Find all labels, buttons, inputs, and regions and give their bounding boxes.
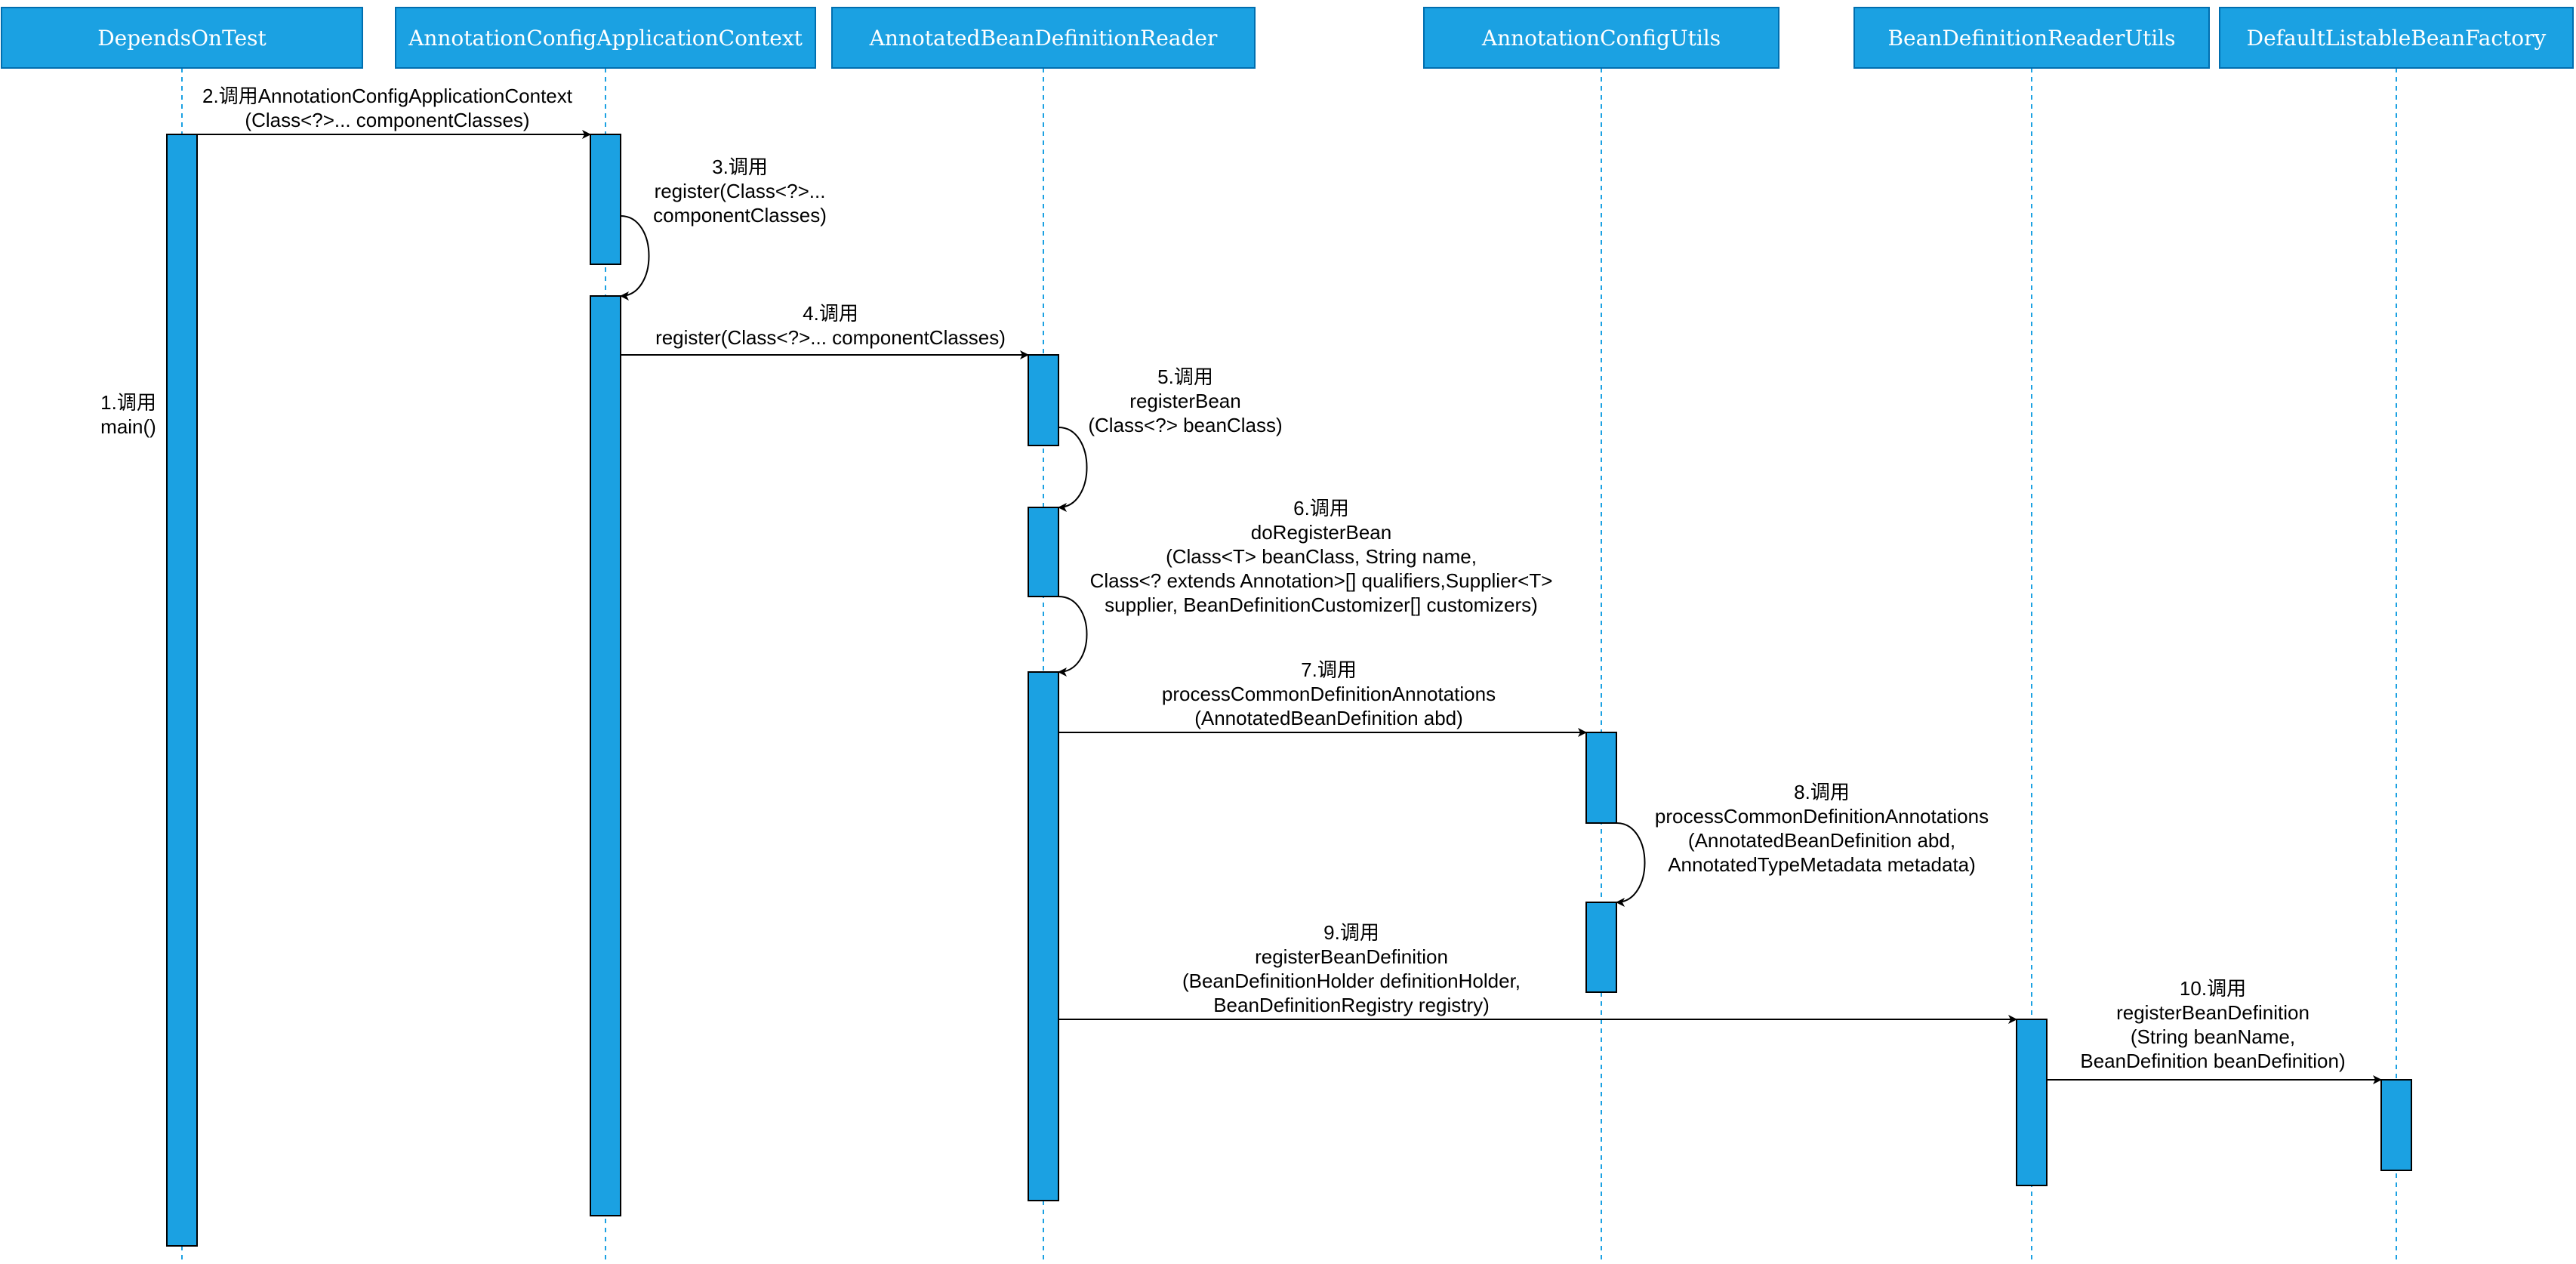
- message-label-line: BeanDefinitionRegistry registry): [1213, 994, 1490, 1016]
- message-label-line: (Class<?>... componentClasses): [245, 109, 529, 131]
- message-label-line: componentClasses): [653, 204, 827, 227]
- participant-box: [2219, 7, 2574, 69]
- activation-bar: [2016, 1019, 2048, 1186]
- message-label-line: (Class<?> beanClass): [1088, 414, 1282, 436]
- message-label-line: (Class<T> beanClass, String name,: [1166, 545, 1477, 568]
- participant-box: [831, 7, 1256, 69]
- message-label-line: AnnotatedTypeMetadata metadata): [1668, 853, 1976, 876]
- participant-box: [1853, 7, 2210, 69]
- message-label-line: 5.调用: [1157, 365, 1213, 388]
- message-label-line: 8.调用: [1794, 781, 1850, 803]
- message-label-line: register(Class<?>...: [655, 180, 826, 202]
- participant-label: BeanDefinitionReaderUtils: [1887, 26, 2175, 51]
- message-label-line: 9.调用: [1323, 921, 1379, 944]
- participant-box: [1423, 7, 1779, 69]
- message-label-line: (BeanDefinitionHolder definitionHolder,: [1182, 970, 1521, 992]
- participant-label: AnnotatedBeanDefinitionReader: [869, 26, 1218, 51]
- message-label-line: Class<? extends Annotation>[] qualifiers…: [1090, 569, 1553, 592]
- message-label-line: processCommonDefinitionAnnotations: [1655, 805, 1989, 828]
- message-label-line: 1.调用: [100, 391, 156, 414]
- participant-label: AnnotationConfigUtils: [1481, 26, 1721, 51]
- activation-bar: [1585, 902, 1617, 993]
- participant-label: DefaultListableBeanFactory: [2247, 26, 2547, 51]
- participant-dot: DependsOnTest: [1, 7, 363, 69]
- message-label-line: 7.调用: [1301, 658, 1357, 681]
- activation-bar: [1028, 507, 1059, 597]
- participant-acu: AnnotationConfigUtils: [1423, 7, 1779, 69]
- self-call-arrow: [620, 215, 650, 301]
- message-label-line: doRegisterBean: [1251, 521, 1391, 544]
- message-8: 8.调用processCommonDefinitionAnnotations(A…: [1616, 781, 1989, 907]
- message-label-line: registerBeanDefinition: [2116, 1001, 2309, 1024]
- message-3: 3.调用register(Class<?>...componentClasses…: [620, 156, 827, 301]
- message-label-line: registerBean: [1129, 390, 1240, 412]
- message-label-line: 4.调用: [803, 302, 858, 325]
- participant-bdru: BeanDefinitionReaderUtils: [1853, 7, 2210, 69]
- message-label-line: (AnnotatedBeanDefinition abd,: [1688, 829, 1955, 852]
- message-9: 9.调用registerBeanDefinition(BeanDefinitio…: [1058, 921, 2017, 1024]
- message-label-line: 3.调用: [712, 156, 768, 178]
- participant-box: [1, 7, 363, 69]
- activation-bar: [2380, 1079, 2412, 1171]
- message-2: 2.调用AnnotationConfigApplicationContext(C…: [197, 85, 591, 139]
- activation-bar: [1585, 732, 1617, 824]
- message-label-line: processCommonDefinitionAnnotations: [1162, 683, 1496, 705]
- message-label-line: supplier, BeanDefinitionCustomizer[] cus…: [1105, 593, 1538, 616]
- message-label-line: registerBeanDefinition: [1255, 945, 1448, 968]
- message-label-line: main(): [100, 415, 156, 438]
- message-label-line: 2.调用AnnotationConfigApplicationContext: [202, 85, 573, 107]
- message-7: 7.调用processCommonDefinitionAnnotations(A…: [1058, 658, 1587, 737]
- activation-bar: [1028, 671, 1059, 1201]
- self-call-arrow: [1616, 822, 1646, 907]
- participant-acac: AnnotationConfigApplicationContext: [395, 7, 816, 69]
- message-label-line: BeanDefinition beanDefinition): [2080, 1050, 2345, 1072]
- participant-label: DependsOnTest: [97, 26, 267, 51]
- message-label-line: (String beanName,: [2131, 1025, 2295, 1048]
- message-label-line: register(Class<?>... componentClasses): [655, 326, 1006, 349]
- participant-label: AnnotationConfigApplicationContext: [408, 26, 803, 51]
- self-call-arrow: [1058, 596, 1088, 677]
- activation-bar: [1028, 354, 1059, 446]
- participant-box: [395, 7, 816, 69]
- participant-dlbf: DefaultListableBeanFactory: [2219, 7, 2574, 69]
- activation-bar: [590, 295, 621, 1216]
- activation-bar: [166, 134, 198, 1247]
- message-label-line: 6.调用: [1293, 497, 1349, 519]
- participant-abdr: AnnotatedBeanDefinitionReader: [831, 7, 1256, 69]
- message-label-line: (AnnotatedBeanDefinition abd): [1194, 707, 1463, 729]
- activation-bar: [590, 134, 621, 265]
- self-call-arrow: [1058, 427, 1088, 512]
- message-label-line: 10.调用: [2180, 977, 2246, 1000]
